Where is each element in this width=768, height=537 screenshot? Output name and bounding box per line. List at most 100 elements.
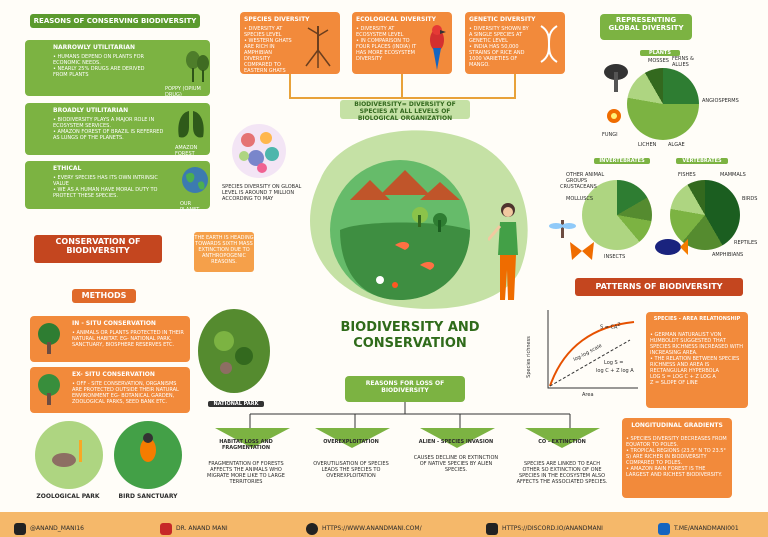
tree-icon bbox=[38, 374, 60, 405]
overexploitation-text: OVERUTILISATION OF SPECIES LEADS THE SPE… bbox=[313, 461, 389, 479]
methods-label: METHODS bbox=[72, 289, 136, 303]
footer-bar: @ANAND_MANI16 DR. ANAND MANI HTTPS://WWW… bbox=[0, 512, 768, 537]
loss-overexploitation: OVEREXPLOITATION OVERUTILISATION OF SPEC… bbox=[305, 433, 397, 508]
exsitu-card: EX- SITU CONSERVATION • OFF - SITE CONSE… bbox=[30, 367, 190, 413]
plants-mosses: MOSSES bbox=[648, 58, 669, 64]
main-title-line2: CONSERVATION bbox=[353, 336, 467, 351]
zoo-image bbox=[35, 421, 103, 489]
loss-title: REASONS FOR LOSS OF BIODIVERSITY bbox=[345, 376, 465, 402]
dna-icon bbox=[540, 25, 558, 63]
butterfly-icon bbox=[570, 242, 594, 260]
species-diversity-card: SPECIES DIVERSITY • DIVERSITY AT SPECIES… bbox=[240, 12, 340, 74]
species-title: SPECIES DIVERSITY bbox=[244, 16, 310, 23]
insitu-title: IN - SITU CONSERVATION bbox=[72, 320, 156, 327]
vertebrates-pie bbox=[670, 180, 740, 250]
footer-youtube[interactable]: DR. ANAND MANI bbox=[160, 518, 228, 537]
alien-title: ALIEN - SPECIES INVASION bbox=[418, 439, 494, 445]
footer-instagram[interactable]: @ANAND_MANI16 bbox=[14, 518, 84, 537]
loss-coextinction: CO - EXTINCTION SPECIES ARE LINKED TO EA… bbox=[516, 433, 608, 508]
overexploitation-title: OVEREXPLOITATION bbox=[323, 439, 379, 445]
latitudinal-card: LONGITUDINAL GRADIENTS • SPECIES DIVERSI… bbox=[622, 418, 732, 498]
reasons-title: REASONS OF CONSERVING BIODIVERSITY bbox=[30, 14, 200, 28]
conservation-title: CONSERVATION OF BIODIVERSITY bbox=[34, 235, 162, 263]
main-title-line1: BIODIVERSITY AND bbox=[340, 320, 480, 335]
instagram-icon bbox=[14, 522, 26, 535]
exsitu-title: EX- SITU CONSERVATION bbox=[72, 371, 155, 378]
broad-caption: AMAZON FOREST bbox=[175, 145, 198, 157]
loss-connector bbox=[249, 402, 571, 430]
vert-fishes: FISHES bbox=[678, 172, 696, 178]
plants-angiosperms: ANGIOSPERMS bbox=[702, 98, 739, 104]
insitu-text: • ANIMALS OR PLANTS PROTECTED IN THEIR N… bbox=[72, 330, 184, 348]
flower-icon bbox=[607, 109, 621, 123]
extinction-note: THE EARTH IS HEADING TOWARDS SIXTH MASS … bbox=[194, 232, 254, 272]
loss-alien: ALIEN - SPECIES INVASION CAUSES DECLINE … bbox=[410, 433, 502, 508]
lungs-icon bbox=[178, 111, 204, 138]
plants-label: PLANTS bbox=[640, 50, 680, 56]
plants-pie bbox=[627, 68, 699, 140]
lat-title: LONGITUDINAL GRADIENTS bbox=[631, 422, 723, 429]
dragonfly-icon bbox=[549, 220, 576, 238]
sar-text: • GERMAN NATURALIST VON HUMBOLDT SUGGEST… bbox=[650, 332, 744, 386]
sar-title: SPECIES - AREA RELATIONSHIP bbox=[653, 316, 741, 322]
graph-xlabel: Area bbox=[582, 392, 594, 398]
globe-caption: SPECIES DIVERSITY ON GLOBAL LEVEL IS ARO… bbox=[222, 184, 302, 202]
vertebrates-label: VERTEBRATES bbox=[676, 158, 728, 164]
alien-text: CAUSES DECLINE OR EXTINCTION OF NATIVE S… bbox=[413, 455, 499, 473]
vert-birds: BIRDS bbox=[742, 196, 758, 202]
person-icon bbox=[488, 203, 518, 300]
ethical-title: ETHICAL bbox=[53, 165, 82, 172]
broad-text: • BIODIVERSITY PLAYS A MAJOR ROLE IN ECO… bbox=[53, 117, 164, 141]
loss-arrows bbox=[215, 428, 600, 448]
plants-fungi: FUNGI bbox=[602, 132, 618, 138]
species-area-graph bbox=[547, 310, 638, 389]
narrow-text: • HUMANS DEPEND ON PLANTS FOR ECONOMIC N… bbox=[53, 54, 145, 78]
plants-algae: ALGAE bbox=[668, 142, 685, 148]
invert-crustaceans: CRUSTACEANS bbox=[560, 184, 597, 190]
global-title: REPRESENTING GLOBAL DIVERSITY bbox=[600, 14, 692, 40]
broad-title: BROADLY UTILITARIAN bbox=[53, 107, 129, 114]
habitat-text: FRAGMENTATION OF FORESTS AFFECTS THE ANI… bbox=[207, 461, 285, 485]
tree-roots-icon bbox=[305, 26, 331, 68]
lat-text: • SPECIES DIVERSITY DECREASES FROM EQUAT… bbox=[626, 436, 727, 478]
species-text: • DIVERSITY AT SPECIES LEVEL • WESTERN G… bbox=[244, 26, 292, 74]
national-park-image bbox=[198, 309, 270, 393]
telegram-icon bbox=[658, 522, 670, 535]
genetic-diversity-card: GENETIC DIVERSITY • DIVERSITY SHOWN BY A… bbox=[465, 12, 565, 74]
ecological-text: • DIVERSITY AT ECOSYSTEM LEVEL • IN COMP… bbox=[356, 26, 417, 62]
invertebrates-pie bbox=[582, 180, 652, 250]
ethical-card: ETHICAL • EVERY SPECIES HAS ITS OWN INTR… bbox=[25, 161, 210, 213]
national-park-label: NATIONAL PARK bbox=[208, 401, 264, 407]
patterns-title: PATTERNS OF BIODIVERSITY bbox=[575, 278, 743, 296]
planet-icon bbox=[182, 167, 208, 193]
youtube-icon bbox=[160, 522, 172, 535]
narrow-caption: POPPY (OPIUM DRUG) bbox=[165, 86, 201, 98]
bird-sanctuary-image bbox=[114, 421, 182, 489]
vert-amphibians: AMPHIBIANS bbox=[712, 252, 744, 258]
narrow-title: NARROWLY UTILITARIAN bbox=[53, 44, 135, 51]
footer-telegram[interactable]: T.ME/ANANDMANI001 bbox=[658, 518, 739, 537]
globe-icon bbox=[306, 522, 318, 535]
ecological-diversity-card: ECOLOGICAL DIVERSITY • DIVERSITY AT ECOS… bbox=[352, 12, 452, 74]
biodiversity-definition: BIODIVERSITY= DIVERSITY OF SPECIES AT AL… bbox=[340, 100, 470, 122]
narrow-card: NARROWLY UTILITARIAN • HUMANS DEPEND ON … bbox=[25, 40, 210, 98]
fungi-icon bbox=[604, 64, 628, 92]
discord-icon bbox=[486, 522, 498, 535]
footer-website[interactable]: HTTPS://WWW.ANANDMANI.COM/ bbox=[306, 518, 422, 537]
footer-discord[interactable]: HTTPS://DISCORD.IO/ANANDMANI bbox=[486, 518, 603, 537]
invertebrates-label: INVERTEBRATES bbox=[594, 158, 650, 164]
levels-connector bbox=[289, 74, 516, 99]
equation-log-2: log C + Z log A bbox=[596, 368, 634, 374]
habitat-title: HABITAT LOSS AND FRAGMENTATION bbox=[219, 439, 273, 451]
coextinction-text: SPECIES ARE LINKED TO EACH OTHER SO EXTI… bbox=[516, 461, 608, 485]
ethical-text: • EVERY SPECIES HAS ITS OWN INTRINSIC VA… bbox=[53, 175, 158, 199]
broad-card: BROADLY UTILITARIAN • BIODIVERSITY PLAYS… bbox=[25, 103, 210, 157]
ecological-title: ECOLOGICAL DIVERSITY bbox=[356, 16, 436, 23]
genetic-text: • DIVERSITY SHOWN BY A SINGLE SPECIES AT… bbox=[469, 26, 529, 68]
tree-icon bbox=[38, 323, 60, 354]
equation-power: S = CAZ bbox=[600, 322, 621, 331]
coextinction-title: CO - EXTINCTION bbox=[538, 439, 586, 445]
parrot-icon bbox=[430, 25, 446, 70]
species-area-card: SPECIES - AREA RELATIONSHIP • GERMAN NAT… bbox=[646, 312, 748, 408]
plants-ferns: FERNS & ALLIES bbox=[672, 56, 694, 68]
